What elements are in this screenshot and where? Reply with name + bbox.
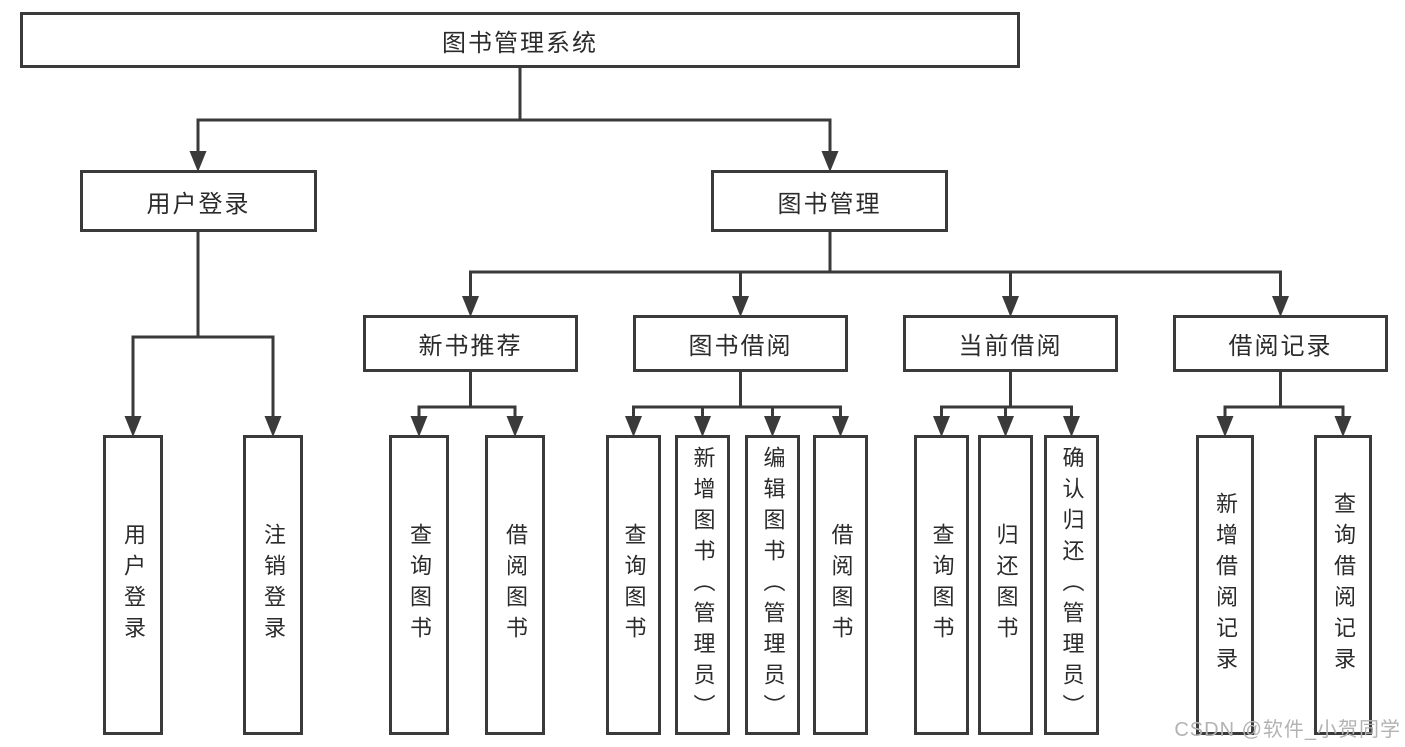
leaf-query-books-current: 查询图书: [914, 435, 969, 735]
node-book-borrow: 图书借阅: [633, 315, 848, 372]
leaf-borrow-books: 借阅图书: [813, 435, 868, 735]
leaf-query-borrow-record-label: 查询借阅记录: [1331, 492, 1356, 678]
node-borrow-records-label: 借阅记录: [1228, 333, 1333, 360]
leaf-borrow-books-label: 借阅图书: [828, 523, 854, 647]
leaf-query-borrow-record: 查询借阅记录: [1314, 435, 1372, 735]
leaf-logout-label: 注销登录: [261, 523, 286, 647]
leaf-return-books: 归还图书: [978, 435, 1033, 735]
leaf-user-login: 用户登录: [103, 435, 163, 735]
node-current-borrow-label: 当前借阅: [958, 333, 1063, 360]
leaf-add-book-admin: 新增图书（管理员）: [675, 435, 730, 735]
node-root-label: 图书管理系统: [442, 29, 598, 57]
node-new-book-recommend: 新书推荐: [363, 315, 578, 372]
node-book-management: 图书管理: [711, 170, 948, 232]
leaf-add-book-admin-label: 新增图书（管理员）: [690, 445, 716, 725]
node-borrow-records: 借阅记录: [1173, 315, 1388, 372]
leaf-confirm-return-admin-label: 确认归还（管理员）: [1059, 445, 1085, 725]
leaf-query-books-recommend: 查询图书: [389, 435, 449, 735]
node-book-borrow-label: 图书借阅: [688, 333, 793, 360]
leaf-confirm-return-admin: 确认归还（管理员）: [1044, 435, 1099, 735]
leaf-edit-book-admin: 编辑图书（管理员）: [745, 435, 800, 735]
csdn-watermark: CSDN @软件_小贺同学: [1174, 719, 1401, 741]
leaf-user-login-label: 用户登录: [121, 523, 146, 647]
leaf-return-books-label: 归还图书: [993, 523, 1019, 647]
node-root: 图书管理系统: [20, 12, 1020, 68]
leaf-logout: 注销登录: [243, 435, 303, 735]
leaf-borrow-books-recommend: 借阅图书: [485, 435, 545, 735]
node-current-borrow: 当前借阅: [903, 315, 1118, 372]
leaf-borrow-books-recommend-label: 借阅图书: [503, 523, 528, 647]
leaf-query-books-recommend-label: 查询图书: [407, 523, 432, 647]
node-new-book-recommend-label: 新书推荐: [418, 333, 523, 360]
leaf-query-books-borrow: 查询图书: [606, 435, 661, 735]
node-user-login-label: 用户登录: [146, 190, 251, 218]
node-user-login: 用户登录: [80, 170, 317, 232]
leaf-add-borrow-record: 新增借阅记录: [1196, 435, 1254, 735]
leaf-query-books-borrow-label: 查询图书: [621, 523, 647, 647]
leaf-edit-book-admin-label: 编辑图书（管理员）: [760, 445, 786, 725]
node-book-management-label: 图书管理: [777, 190, 882, 218]
leaf-query-books-current-label: 查询图书: [929, 523, 955, 647]
leaf-add-borrow-record-label: 新增借阅记录: [1213, 492, 1238, 678]
